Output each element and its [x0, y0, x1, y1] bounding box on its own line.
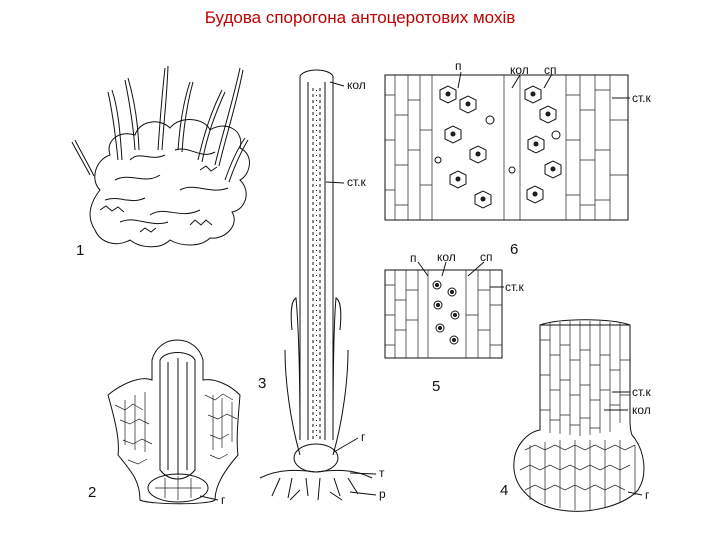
figure-5-section: п кол сп ст.к 5 [384, 250, 525, 395]
figure-4-sporophyte-base: ст.к кол г 4 [500, 319, 652, 512]
figure-1-number: 1 [76, 242, 84, 259]
page-title: Будова спорогона антоцеротових мохів [204, 8, 516, 27]
figure-6-label-kol: кол [510, 63, 529, 77]
figure-1-plant-habit: 1 [71, 65, 250, 259]
figure-4-number: 4 [500, 482, 508, 499]
figure-4-label-g: г [645, 488, 650, 502]
figure-3-label-kol: кол [347, 78, 366, 92]
figure-3-number: 3 [258, 375, 266, 392]
figure-5-label-p: п [410, 251, 417, 265]
figure-6-number: 6 [510, 241, 518, 258]
figure-6-section: п кол сп ст.к 6 [384, 59, 652, 258]
figure-6-label-stk: ст.к [632, 91, 652, 105]
figure-3-sporophyte: кол ст.к г т р 3 [258, 69, 386, 501]
figure-6-label-sp: сп [544, 63, 557, 77]
figure-3-label-g: г [361, 430, 366, 444]
figure-4-label-stk: ст.к [632, 385, 652, 399]
figure-5-number: 5 [432, 378, 440, 395]
figure-2-embryo-section: г 2 [88, 339, 241, 507]
figure-6-label-p: п [455, 59, 462, 73]
figure-3-label-r: р [379, 487, 386, 501]
figure-5-label-sp: сп [480, 250, 493, 264]
figure-4-label-kol: кол [632, 403, 651, 417]
figure-3-label-t: т [379, 466, 385, 480]
figure-5-label-kol: кол [437, 250, 456, 264]
figure-3-label-stk: ст.к [347, 175, 367, 189]
figure-2-number: 2 [88, 484, 96, 501]
figure-2-label-g: г [221, 493, 226, 507]
figure-5-label-stk: ст.к [505, 280, 525, 294]
